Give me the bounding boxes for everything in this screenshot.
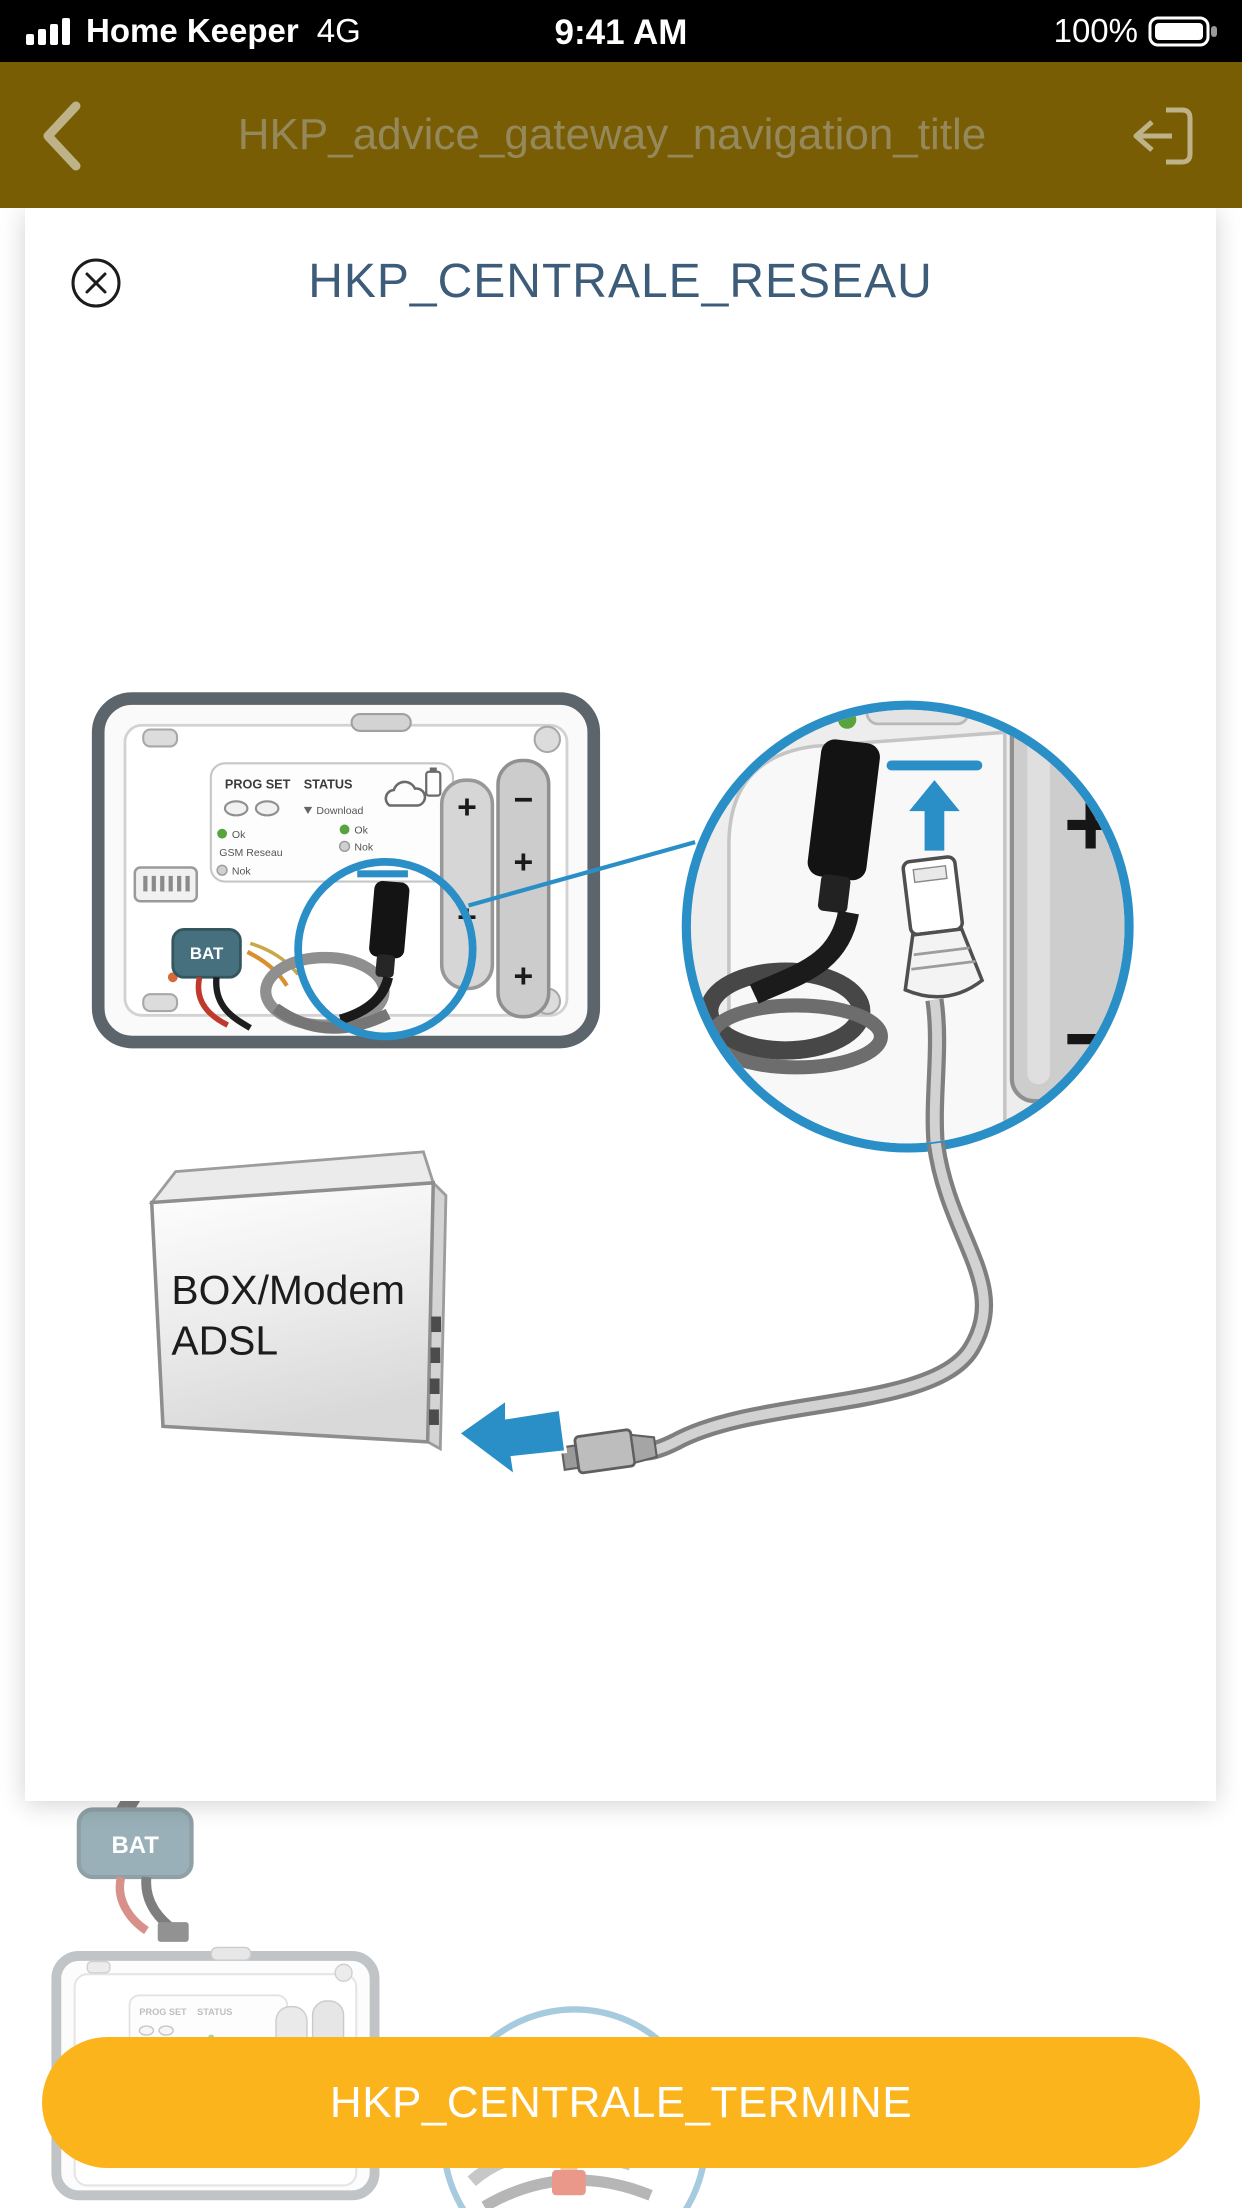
status-bar: Home Keeper 4G 9:41 AM 100%	[0, 0, 1242, 62]
bg-bat-connector: BAT	[76, 1801, 194, 1942]
svg-text:+: +	[1064, 772, 1118, 876]
close-button[interactable]	[69, 256, 123, 310]
signal-icon	[26, 18, 70, 45]
nav-title: HKP_advice_gateway_navigation_title	[237, 110, 987, 159]
prog-set-label: PROG SET	[225, 778, 291, 792]
zoom-rj45-connector	[901, 855, 985, 999]
svg-text:+: +	[514, 843, 534, 881]
battery-status-icon	[425, 770, 442, 797]
svg-text:+: +	[514, 957, 534, 995]
svg-text:+: +	[457, 788, 477, 826]
ethernet-connector	[560, 1428, 658, 1475]
chevron-left-icon	[43, 101, 81, 171]
zoom-black-plug	[807, 739, 880, 914]
alarm-panel-illustration: PROG SET STATUS Download Ok Nok Ok GSM R…	[91, 692, 601, 1049]
svg-text:PROG SET: PROG SET	[139, 2007, 187, 2017]
svg-text:Nok: Nok	[354, 842, 373, 854]
setup-illustration: PROG SET STATUS Download Ok Nok Ok GSM R…	[91, 692, 1134, 1479]
back-button[interactable]	[38, 100, 88, 172]
modem-box: BOX/Modem ADSL	[148, 1150, 448, 1452]
svg-text:Ok: Ok	[354, 825, 368, 837]
battery-icon	[1148, 16, 1217, 47]
svg-text:STATUS: STATUS	[197, 2007, 232, 2017]
panel-ethernet-plug	[369, 880, 410, 978]
plug-direction-arrow-icon	[456, 1396, 568, 1479]
cloud-icon	[384, 780, 427, 807]
status-label: STATUS	[304, 778, 353, 792]
arrow-up-icon	[909, 780, 960, 851]
svg-text:Ok: Ok	[232, 829, 246, 841]
modal-card: HKP_CENTRALE_RESEAU PROG SET STATUS	[25, 208, 1216, 1801]
done-button[interactable]: HKP_CENTRALE_TERMINE	[42, 2037, 1200, 2168]
modem-label-line2: ADSL	[171, 1318, 278, 1364]
port-marker	[886, 760, 983, 771]
modem-label-line1: BOX/Modem	[171, 1267, 405, 1313]
exit-button[interactable]	[1128, 104, 1196, 168]
time-label: 9:41 AM	[554, 13, 688, 52]
modal-title: HKP_CENTRALE_RESEAU	[308, 255, 933, 308]
carrier-label: Home Keeper	[86, 12, 299, 49]
bat-label: BAT	[190, 944, 224, 963]
battery-percent-label: 100%	[1053, 12, 1138, 49]
close-icon	[71, 258, 121, 308]
zoom-circle: + −	[681, 700, 1134, 1153]
exit-icon	[1133, 107, 1193, 165]
svg-text:−: −	[514, 781, 534, 819]
svg-text:Download: Download	[316, 805, 363, 817]
highlight-circle	[294, 857, 477, 1041]
bg-bat-label: BAT	[111, 1832, 159, 1859]
navigation-bar: HKP_advice_gateway_navigation_title	[0, 62, 1242, 208]
svg-text:GSM Reseau: GSM Reseau	[219, 847, 282, 859]
bat-connector	[171, 928, 242, 979]
svg-text:Nok: Nok	[232, 866, 251, 878]
network-label: 4G	[316, 12, 361, 49]
